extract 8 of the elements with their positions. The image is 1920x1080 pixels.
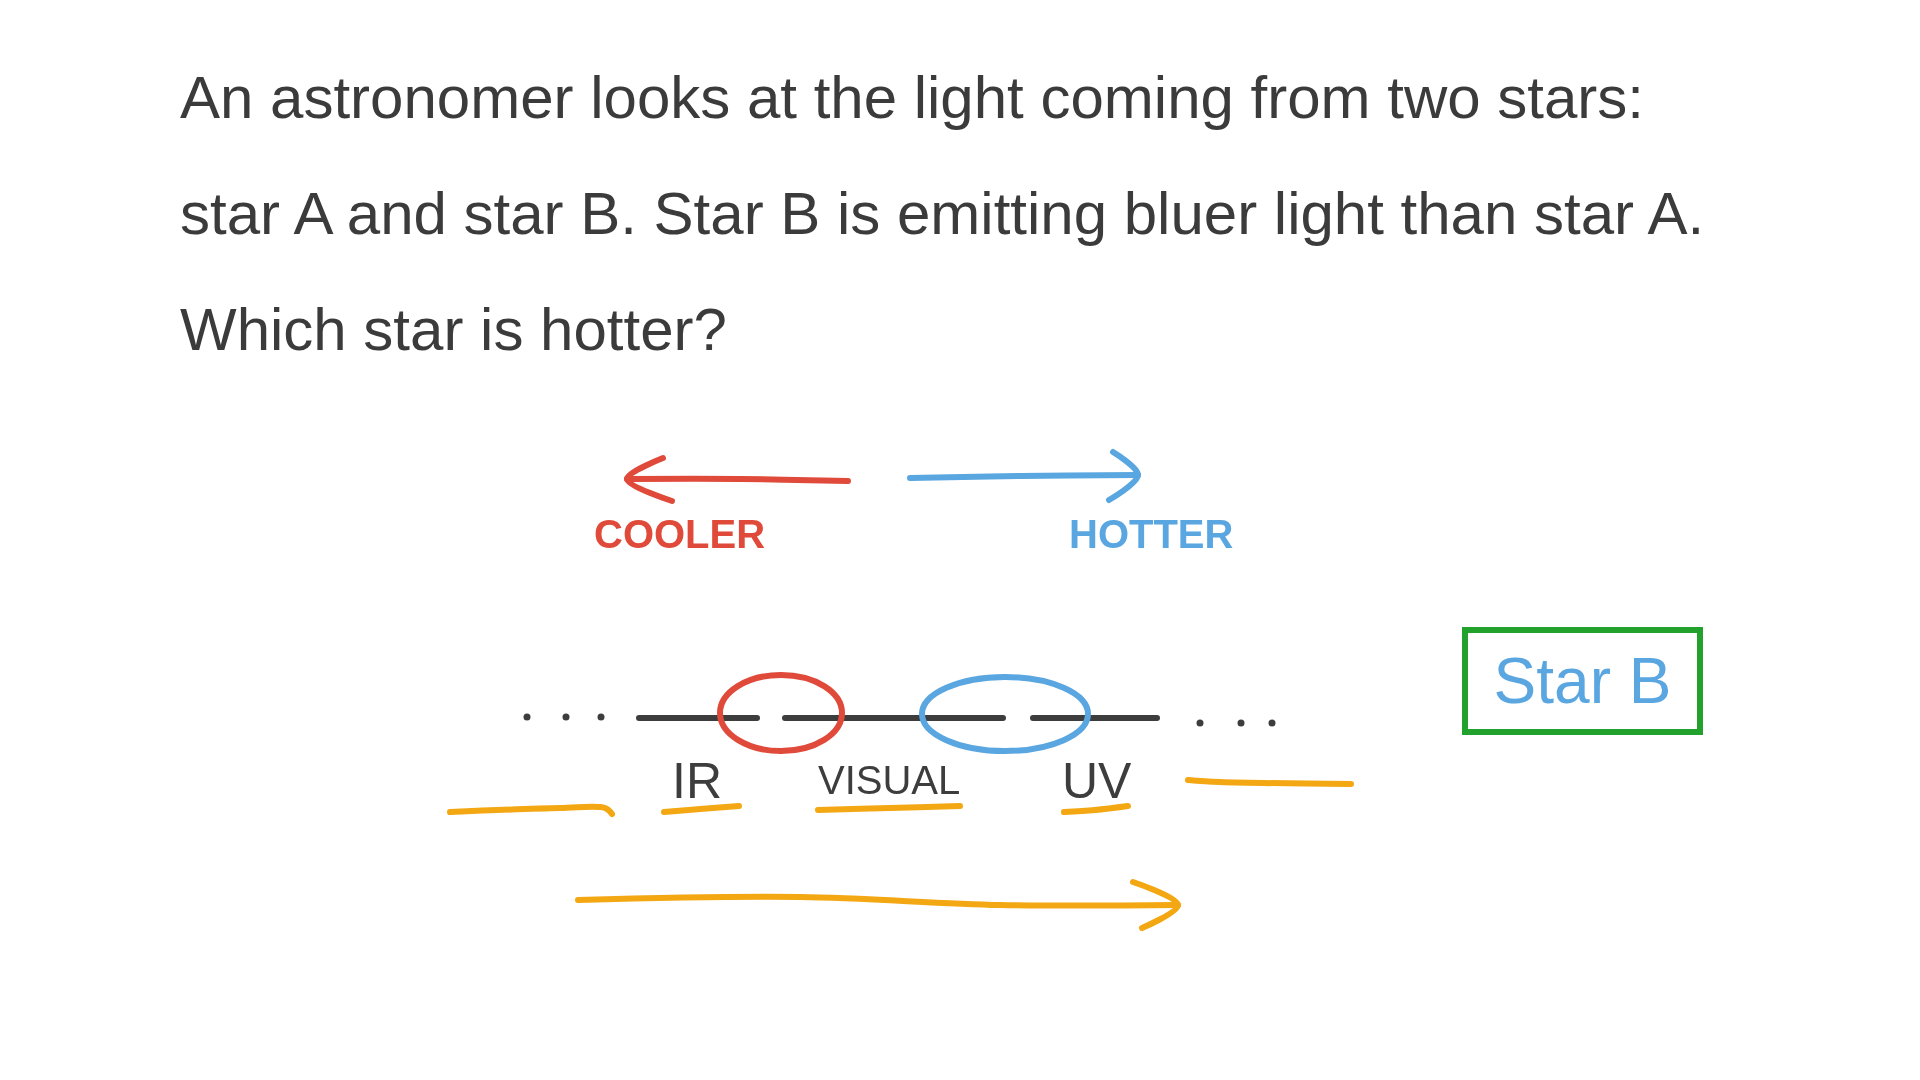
- question-text: An astronomer looks at the light coming from two stars: star A and star B. Star B is emitting bluer light than star A. Which star is hotter?: [180, 63, 1706, 365]
- band-label: VISUAL: [818, 760, 961, 800]
- band-label: IR: [672, 756, 722, 806]
- answer-label: Star B: [1493, 649, 1672, 713]
- answer-frame: [1462, 627, 1703, 735]
- direction-label: HOTTER: [1069, 514, 1234, 554]
- band-label: UV: [1062, 756, 1132, 806]
- direction-label: COOLER: [594, 514, 766, 554]
